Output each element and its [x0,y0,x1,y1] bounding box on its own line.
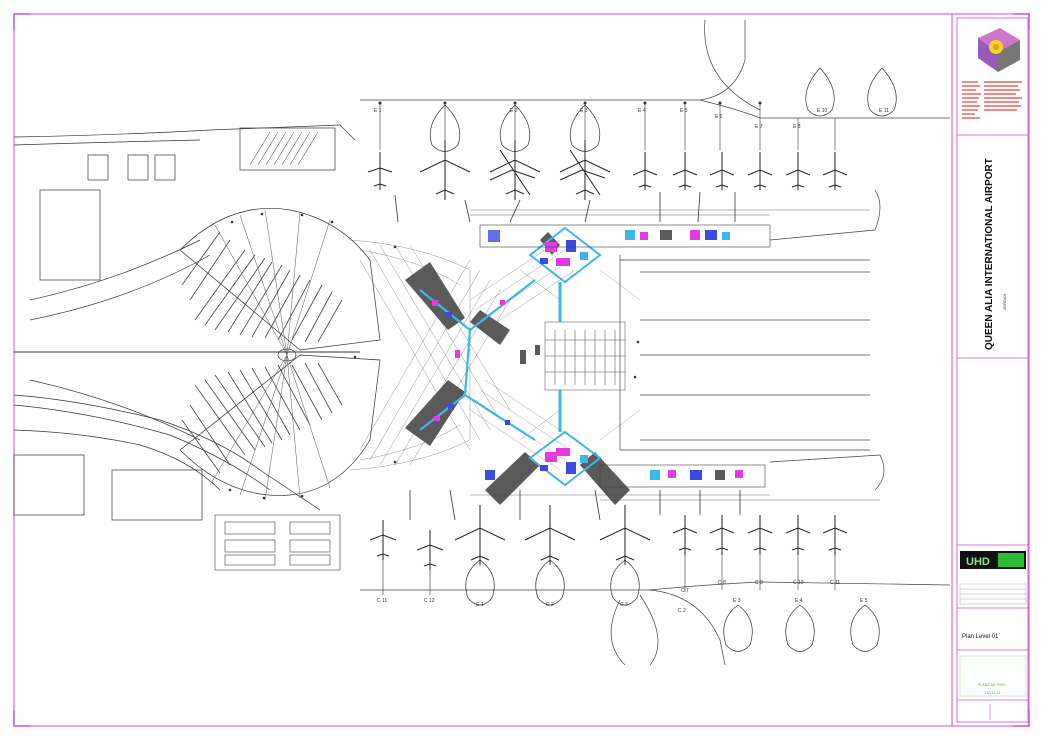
aircraft-icon [632,152,658,190]
project-title: QUEEN ALIA INTERNATIONAL AIRPORT [984,158,995,350]
stand-label: E 6 [715,114,723,120]
aircraft-icon [672,515,698,555]
aircraft-bottom-row [369,505,848,570]
hatched-building [239,127,336,171]
aircraft-icon [454,505,506,565]
drawing-name: Plan Level 01 [962,634,999,640]
north-concourse [470,209,870,248]
landside-area [13,124,381,521]
stand-label: E 7 [755,124,763,130]
stand-label: C 11 [830,580,840,586]
stand-label: C 3 [620,602,628,608]
firm-address-lines [962,81,1022,119]
revision-table [959,583,1027,605]
boarding-bridges [394,191,741,521]
title-block: QUEEN ALIA INTERNATIONAL AIRPORT JORDAN … [956,17,1029,723]
aircraft-icon [709,515,735,555]
aircraft-icon [822,152,848,190]
firm-logo-icon [978,28,1020,72]
landside-building [154,154,176,181]
landside-building [127,154,149,181]
aircraft-icon [747,152,773,190]
stand-label: E 1 [374,108,382,114]
radial-access-lines [209,209,331,501]
aircraft-icon [559,149,606,196]
stand-label: E 3 [580,108,588,114]
stand-label: C 9 [755,580,763,586]
firm-logo-text: UHD [966,556,990,568]
landside-building [39,189,101,281]
terminal-central-hall [544,321,626,391]
project-subtitle: JORDAN [1002,293,1007,310]
stand-posts-top [378,101,836,155]
stand-label: E 5 [860,598,868,604]
aircraft-icon [559,140,611,200]
aircraft-icon [489,149,536,196]
stand-label: E 2 [510,108,518,114]
parking-stalls-lower [181,362,343,474]
hub-south [528,390,602,487]
terminal-arm-details [432,300,540,425]
stand-label: E 5 [680,108,688,114]
corner-mark-tr [1013,13,1030,30]
stand-labels-bottom: C 11 C 12 C 1 C 2 C 3 C 7 C 8 C 9 C 10 C… [377,580,840,608]
aircraft-top-row [367,140,848,200]
aircraft-icon [367,152,393,190]
hub-north [528,226,602,322]
stand-label: E 3 [733,598,741,604]
site-markers [228,212,640,500]
stand-label: C 7 [681,588,689,594]
aircraft-icon [599,505,651,565]
aircraft-icon [369,520,397,560]
stand-label: E 11 [879,108,889,114]
aircraft-turning-pads [429,67,897,652]
landside-building [111,469,203,521]
aircraft-icon [489,140,541,200]
stand-label: E 10 [817,108,828,114]
landside-building [87,154,109,181]
stand-posts-bottom [382,555,836,595]
corner-mark-br [1013,710,1030,727]
stand-labels-top: E 10 E 11 E 8 E 7 E 6 E 5 E 4 E 3 E 2 E … [374,108,889,130]
stand-labels-bottom-lower: E 3 E 2 C 2 E 3 E 4 E 5 [678,598,868,614]
aircraft-icon [672,152,698,190]
stand-label: C 11 [377,598,387,604]
aircraft-icon [785,152,811,190]
stand-label: C 2 [546,602,554,608]
aircraft-icon [416,530,444,570]
stand-label: C 1 [476,602,484,608]
stand-label: E 8 [793,124,801,130]
stand-label: E 4 [795,598,803,604]
landside-building [13,454,85,516]
drawing-frame [13,13,953,727]
stand-label: C 12 [424,598,435,604]
parking-lot-south [214,514,341,571]
stamp-line1: PLANO DE PISO [978,683,1005,687]
parking-stalls-upper [181,231,343,343]
aircraft-icon [524,505,576,565]
aircraft-icon [747,515,773,555]
aircraft-icon [822,515,848,555]
stand-label: E 4 [638,108,646,114]
aircraft-icon [785,515,811,555]
corner-mark-bl [13,710,30,727]
stand-label: C 2 [678,608,686,614]
corner-mark-tl [13,13,30,30]
stamp-line2: LEVEL 01 [985,691,1001,695]
stand-label: C 8 [718,580,726,586]
aircraft-icon [709,152,735,190]
airside-taxiways [360,19,951,666]
aircraft-icon [419,140,471,200]
stand-label: C 10 [793,580,804,586]
